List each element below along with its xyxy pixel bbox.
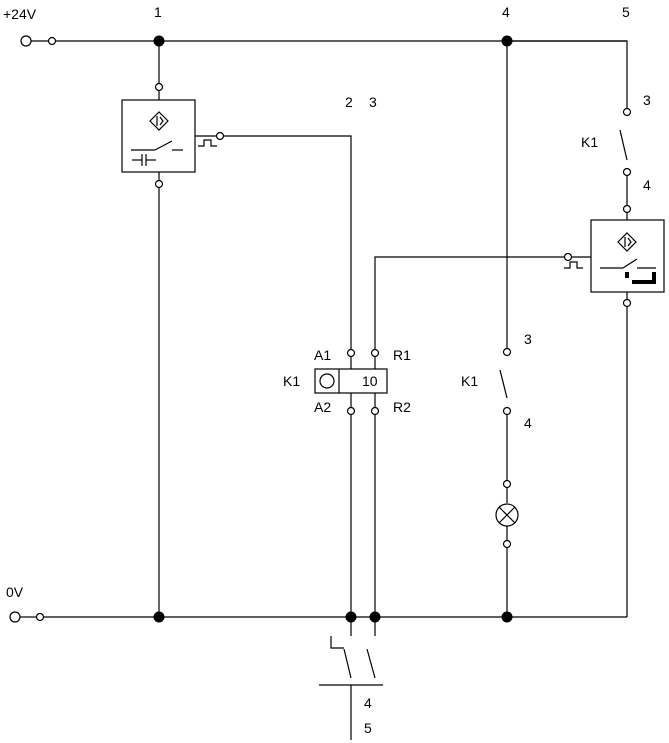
bottom-contact-label-b: 5	[364, 720, 372, 736]
contact-middle-name: K1	[461, 373, 478, 389]
contact-middle: K1 3 4	[461, 41, 532, 481]
capacitive-proximity-sensor-icon	[131, 111, 183, 166]
ground-rail-label: 0V	[6, 584, 24, 600]
signal-wire-a1	[223, 135, 352, 349]
contact-right-terminal-bottom: 4	[643, 177, 651, 193]
relay-terminal-a2: A2	[314, 399, 331, 415]
bottom-contact-label-a: 4	[364, 695, 372, 711]
indicator-lamp-icon	[495, 503, 519, 527]
column-label-1: 1	[154, 4, 162, 20]
signal-wire-r1	[374, 256, 565, 349]
indicator-lamp	[495, 479, 519, 617]
contact-middle-terminal-top: 3	[524, 331, 532, 347]
relay-terminal-a1: A1	[314, 347, 331, 363]
timer-relay-k1: 10 K1 A1 R1 A2 R2	[283, 347, 411, 617]
ground-rail	[9, 611, 627, 623]
contact-right-terminal-top: 3	[643, 92, 651, 108]
sensor-right	[563, 219, 665, 617]
contact-middle-terminal-bottom: 4	[524, 415, 532, 431]
bottom-contacts: 4 5	[319, 617, 383, 740]
column-label-3: 3	[369, 94, 377, 110]
supply-rail-label: +24V	[3, 6, 37, 22]
inductive-proximity-sensor-icon	[600, 232, 656, 284]
column-label-4: 4	[502, 4, 510, 20]
relay-value: 10	[362, 373, 378, 389]
contact-right-name: K1	[581, 134, 598, 150]
column-label-5: 5	[622, 4, 630, 20]
contact-right: K1 3 4	[507, 40, 651, 220]
column-label-2: 2	[345, 94, 353, 110]
relay-terminal-r2: R2	[393, 399, 411, 415]
sensor-left	[121, 41, 225, 617]
relay-name: K1	[283, 373, 300, 389]
relay-coil-icon	[319, 373, 335, 389]
relay-terminal-r1: R1	[393, 347, 411, 363]
